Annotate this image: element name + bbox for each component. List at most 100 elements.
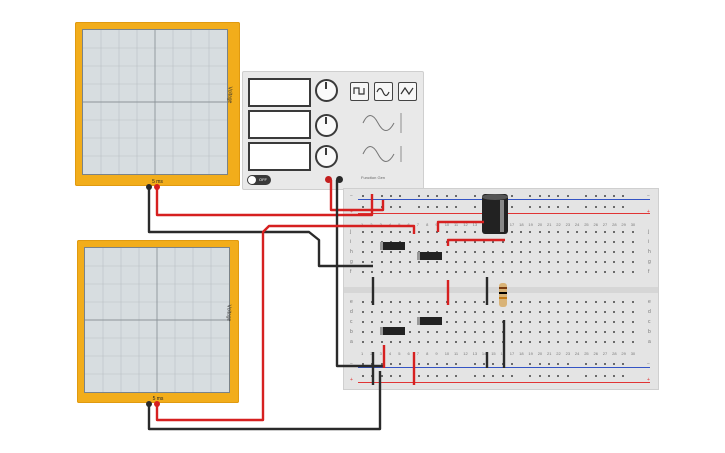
terminal-hole[interactable] [510,251,513,253]
terminal-hole[interactable] [389,261,392,263]
terminal-hole[interactable] [575,271,578,273]
rail-hole[interactable] [510,375,513,377]
terminal-hole[interactable] [520,271,523,273]
rail-hole[interactable] [455,363,457,365]
terminal-hole[interactable] [510,261,513,263]
terminal-hole[interactable] [380,271,383,273]
terminal-hole[interactable] [464,241,467,243]
rail-hole[interactable] [501,375,504,377]
terminal-hole[interactable] [557,261,560,263]
terminal-hole[interactable] [510,271,513,273]
terminal-hole[interactable] [529,301,532,303]
terminal-hole[interactable] [529,261,532,263]
terminal-hole[interactable] [399,321,402,323]
terminal-hole[interactable] [520,231,523,233]
terminal-hole[interactable] [362,261,364,263]
terminal-hole[interactable] [622,241,625,243]
terminal-hole[interactable] [362,321,364,323]
terminal-hole[interactable] [417,311,420,313]
rail-hole[interactable] [501,363,504,365]
rail-hole[interactable] [603,195,606,197]
terminal-hole[interactable] [362,241,364,243]
terminal-hole[interactable] [417,271,420,273]
terminal-hole[interactable] [622,261,625,263]
rail-hole[interactable] [594,195,597,197]
rail-hole[interactable] [557,206,560,208]
rail-hole[interactable] [399,363,402,365]
terminal-hole[interactable] [510,231,513,233]
terminal-hole[interactable] [585,331,588,333]
terminal-hole[interactable] [427,341,430,343]
terminal-hole[interactable] [473,301,476,303]
terminal-hole[interactable] [492,331,495,333]
diode[interactable] [380,327,405,335]
terminal-hole[interactable] [603,301,606,303]
terminal-hole[interactable] [529,231,532,233]
terminal-hole[interactable] [603,311,606,313]
terminal-hole[interactable] [529,331,532,333]
terminal-hole[interactable] [575,331,578,333]
terminal-hole[interactable] [362,311,364,313]
terminal-hole[interactable] [473,231,476,233]
negative-terminal[interactable] [336,176,343,183]
terminal-hole[interactable] [445,301,448,303]
terminal-hole[interactable] [529,271,532,273]
terminal-hole[interactable] [613,241,616,243]
terminal-hole[interactable] [613,311,616,313]
terminal-hole[interactable] [566,251,569,253]
rail-hole[interactable] [585,206,588,208]
rail-hole[interactable] [427,195,430,197]
rail-hole[interactable] [362,363,364,365]
terminal-hole[interactable] [501,261,504,263]
terminal-hole[interactable] [622,231,625,233]
terminal-hole[interactable] [473,321,476,323]
terminal-hole[interactable] [501,251,504,253]
terminal-hole[interactable] [408,341,411,343]
terminal-hole[interactable] [566,341,569,343]
amplitude-knob[interactable] [315,114,338,137]
square-wave-button[interactable] [350,82,369,101]
terminal-hole[interactable] [613,271,616,273]
terminal-hole[interactable] [548,251,550,253]
rail-hole[interactable] [417,363,420,365]
rail-hole[interactable] [594,206,597,208]
rail-hole[interactable] [538,206,541,208]
rail-hole[interactable] [529,195,532,197]
terminal-hole[interactable] [594,301,597,303]
terminal-hole[interactable] [362,251,364,253]
rail-hole[interactable] [417,375,420,377]
terminal-hole[interactable] [585,301,588,303]
terminal-hole[interactable] [408,311,411,313]
terminal-hole[interactable] [585,231,588,233]
dc-offset-knob[interactable] [315,145,338,168]
terminal-hole[interactable] [585,321,588,323]
terminal-hole[interactable] [603,241,606,243]
triangle-wave-button[interactable] [398,82,417,101]
terminal-hole[interactable] [510,301,513,303]
terminal-hole[interactable] [538,311,541,313]
terminal-hole[interactable] [622,331,625,333]
terminal-hole[interactable] [548,271,550,273]
terminal-hole[interactable] [399,231,402,233]
terminal-hole[interactable] [436,261,439,263]
terminal-hole[interactable] [557,321,560,323]
terminal-hole[interactable] [557,241,560,243]
rail-hole[interactable] [603,375,606,377]
terminal-hole[interactable] [603,341,606,343]
function-generator[interactable]: OFF Function Gen [242,71,424,190]
terminal-hole[interactable] [399,261,402,263]
terminal-hole[interactable] [473,341,476,343]
terminal-hole[interactable] [417,261,420,263]
terminal-hole[interactable] [631,341,634,343]
positive-terminal[interactable] [325,176,332,183]
terminal-hole[interactable] [622,301,625,303]
rail-hole[interactable] [529,363,532,365]
terminal-hole[interactable] [566,311,569,313]
terminal-hole[interactable] [389,251,392,253]
terminal-hole[interactable] [362,331,364,333]
terminal-hole[interactable] [575,311,578,313]
terminal-hole[interactable] [622,251,625,253]
terminal-hole[interactable] [427,241,430,243]
terminal-hole[interactable] [362,341,364,343]
terminal-hole[interactable] [445,331,448,333]
